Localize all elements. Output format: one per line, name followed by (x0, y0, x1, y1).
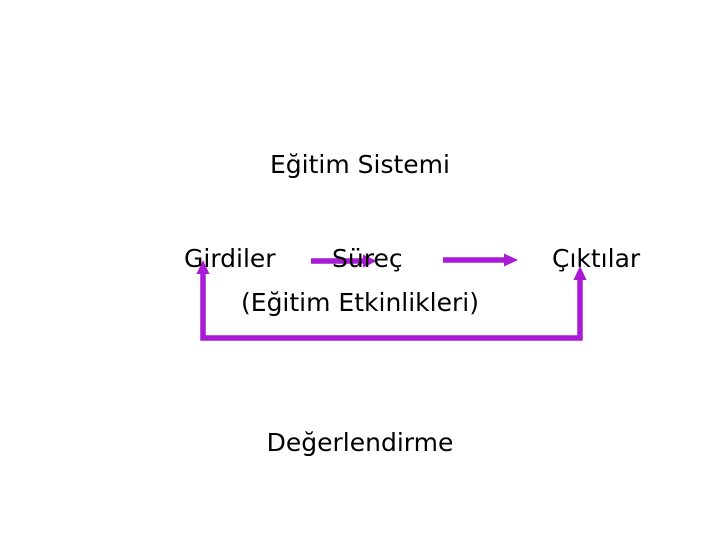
node-label-inputs: Girdiler (184, 244, 276, 273)
feedback-loop-path (200, 271, 583, 341)
node-label-outputs: Çıktılar (552, 244, 641, 273)
process-to-outputs-arrow-head (504, 253, 518, 267)
feedback-loop (196, 260, 587, 341)
diagram-title: Eğitim Sistemi (270, 150, 450, 179)
node-label-process-detail: (Eğitim Etkinlikleri) (241, 288, 479, 317)
process-to-outputs-arrow (443, 253, 518, 267)
node-label-evaluation: Değerlendirme (266, 428, 454, 457)
inputs-to-process-arrow-head (363, 254, 377, 268)
node-label-process: Süreç (332, 244, 403, 273)
feedback-loop-arrow-head-right (573, 266, 587, 280)
feedback-loop-arrow-head-left (196, 260, 210, 274)
inputs-to-process-arrow (311, 254, 377, 268)
